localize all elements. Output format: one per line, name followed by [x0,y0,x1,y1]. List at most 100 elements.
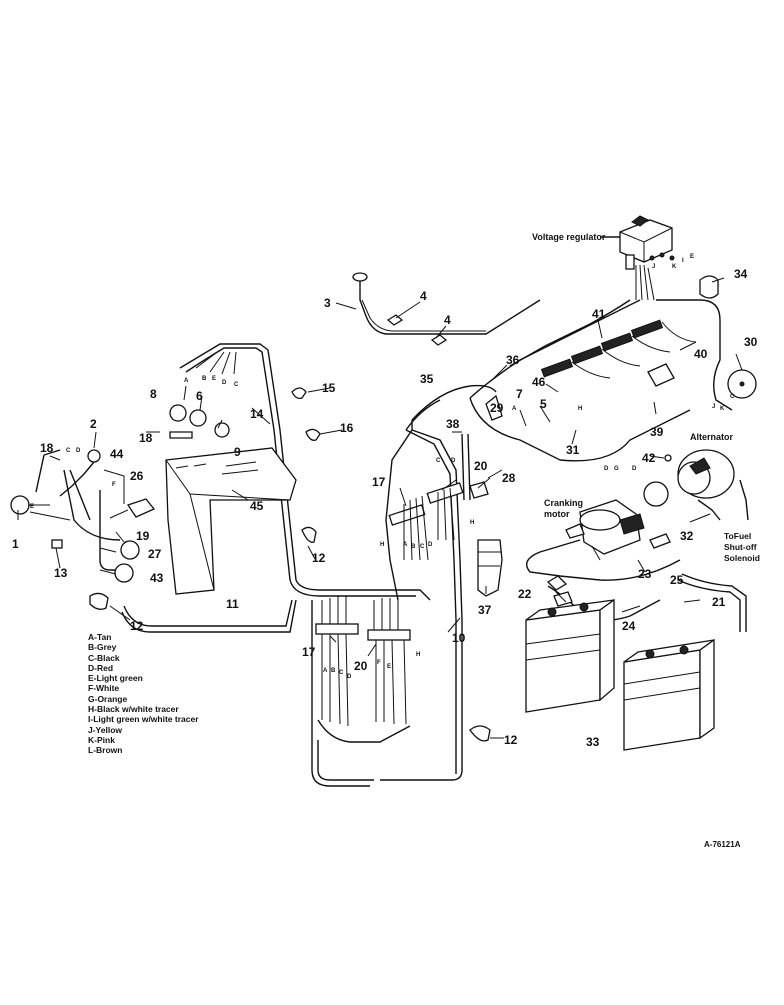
wire-letter-b: B [202,376,207,382]
callout-44: 44 [110,447,124,461]
voltage-regulator [600,215,675,301]
wire-letter-k: K [672,264,677,270]
cab-panel [165,447,297,595]
wire-letter-k2: K [720,406,725,412]
wire-letter-h4: H [578,406,582,412]
wire-letter-j: J [652,264,655,270]
callout-41: 41 [592,307,606,321]
wire-letter-d4: D [451,458,456,464]
callout-5: 5 [540,397,547,411]
wire-letter-f2: F [377,660,381,666]
callout-33: 33 [586,735,600,749]
lower-harness [311,596,491,787]
wire-letter-c6: C [730,394,735,400]
wire-letter-a: A [184,378,189,384]
legend-item: J-Yellow [88,724,123,735]
callouts: 1 2 3 4 4 5 6 7 8 9 10 11 12 12 12 13 14… [12,267,758,749]
sender-37 [461,433,503,597]
callout-31: 31 [566,443,580,457]
legend-item: E-Light green [88,673,143,684]
cranking-motor-label: Cranking motor [544,498,584,519]
wire-letter-a3: A [323,668,328,674]
callout-2: 2 [90,417,97,431]
wire-letter-d3: D [428,542,433,548]
wire-letter-a4: A [512,406,517,412]
callout-18a: 18 [40,441,54,455]
wire-letter-e: E [212,376,216,382]
wire-letter-c3: C [420,544,425,550]
wire-letter-j2: J [712,404,715,410]
callout-35: 35 [420,372,434,386]
wire-letter-g: G [614,466,619,472]
callout-14: 14 [250,407,264,421]
voltage-regulator-label: Voltage regulator [532,232,606,242]
callout-40: 40 [694,347,708,361]
callout-30: 30 [744,335,758,349]
wire-letter-f: F [112,482,116,488]
callout-11: 11 [226,597,239,611]
callout-1: 1 [12,537,19,551]
cab-light-harness [352,272,541,346]
wire-letter-i: I [682,258,684,264]
callout-10: 10 [452,631,466,645]
wire-letter-d6: D [604,466,609,472]
engine-harness [469,275,721,462]
wire-letter-h: H [380,542,384,548]
callout-9: 9 [234,445,241,459]
legend-item: G-Orange [88,693,128,704]
callout-25: 25 [670,573,684,587]
legend-item: A-Tan [88,632,112,642]
callout-36: 36 [506,353,520,367]
callout-24: 24 [622,619,636,633]
legend-item: I-Light green w/white tracer [88,714,199,725]
callout-20a: 20 [474,459,488,473]
wire-letters: A B E D C C D E F A B C D H H C D A B C … [30,254,735,680]
callout-34: 34 [734,267,748,281]
wire-letter-b2: B [411,544,416,550]
alternator-label: Alternator [690,432,734,442]
callout-21: 21 [712,595,726,609]
dash-switches [10,404,230,583]
wire-letter-d5: D [347,674,352,680]
wire-letter-h3: H [416,652,420,658]
alternator [664,449,749,521]
legend-item: K-Pink [88,734,115,745]
wire-letter-c: C [234,382,239,388]
callout-39: 39 [650,425,664,439]
callout-6: 6 [196,389,203,403]
callout-13: 13 [54,566,68,580]
wire-letter-c2: C [66,448,71,454]
callout-23: 23 [638,567,652,581]
wire-letter-h2: H [470,520,474,526]
callout-3: 3 [324,296,331,310]
wire-letter-d: D [222,380,227,386]
wire-letter-c4: C [436,458,441,464]
callout-27: 27 [148,547,162,561]
callout-22: 22 [518,587,532,601]
callout-38: 38 [446,417,460,431]
callout-15: 15 [322,381,336,395]
callout-7: 7 [516,387,523,401]
callout-20b: 20 [354,659,368,673]
connector-30 [713,359,757,411]
wire-letter-a2: A [403,542,408,548]
fuel-solenoid-label: ToFuel Shut-off Solenoid [724,531,760,563]
legend-item: L-Brown [88,745,123,756]
legend-item: F-White [88,683,120,694]
callout-46: 46 [532,375,546,389]
leader-lines [17,277,743,739]
callout-42: 42 [642,451,656,465]
callout-4b: 4 [444,313,451,327]
legend-item: B-Grey [88,642,117,653]
center-harness [380,384,503,781]
callout-4a: 4 [420,289,427,303]
wire-letter-e4: E [690,254,694,260]
callout-12c: 12 [504,733,518,747]
callout-26: 26 [130,469,144,483]
callout-16: 16 [340,421,354,435]
left-harness [89,343,431,633]
wire-letter-c5: C [339,670,344,676]
legend-item: H-Black w/white tracer [88,704,179,715]
